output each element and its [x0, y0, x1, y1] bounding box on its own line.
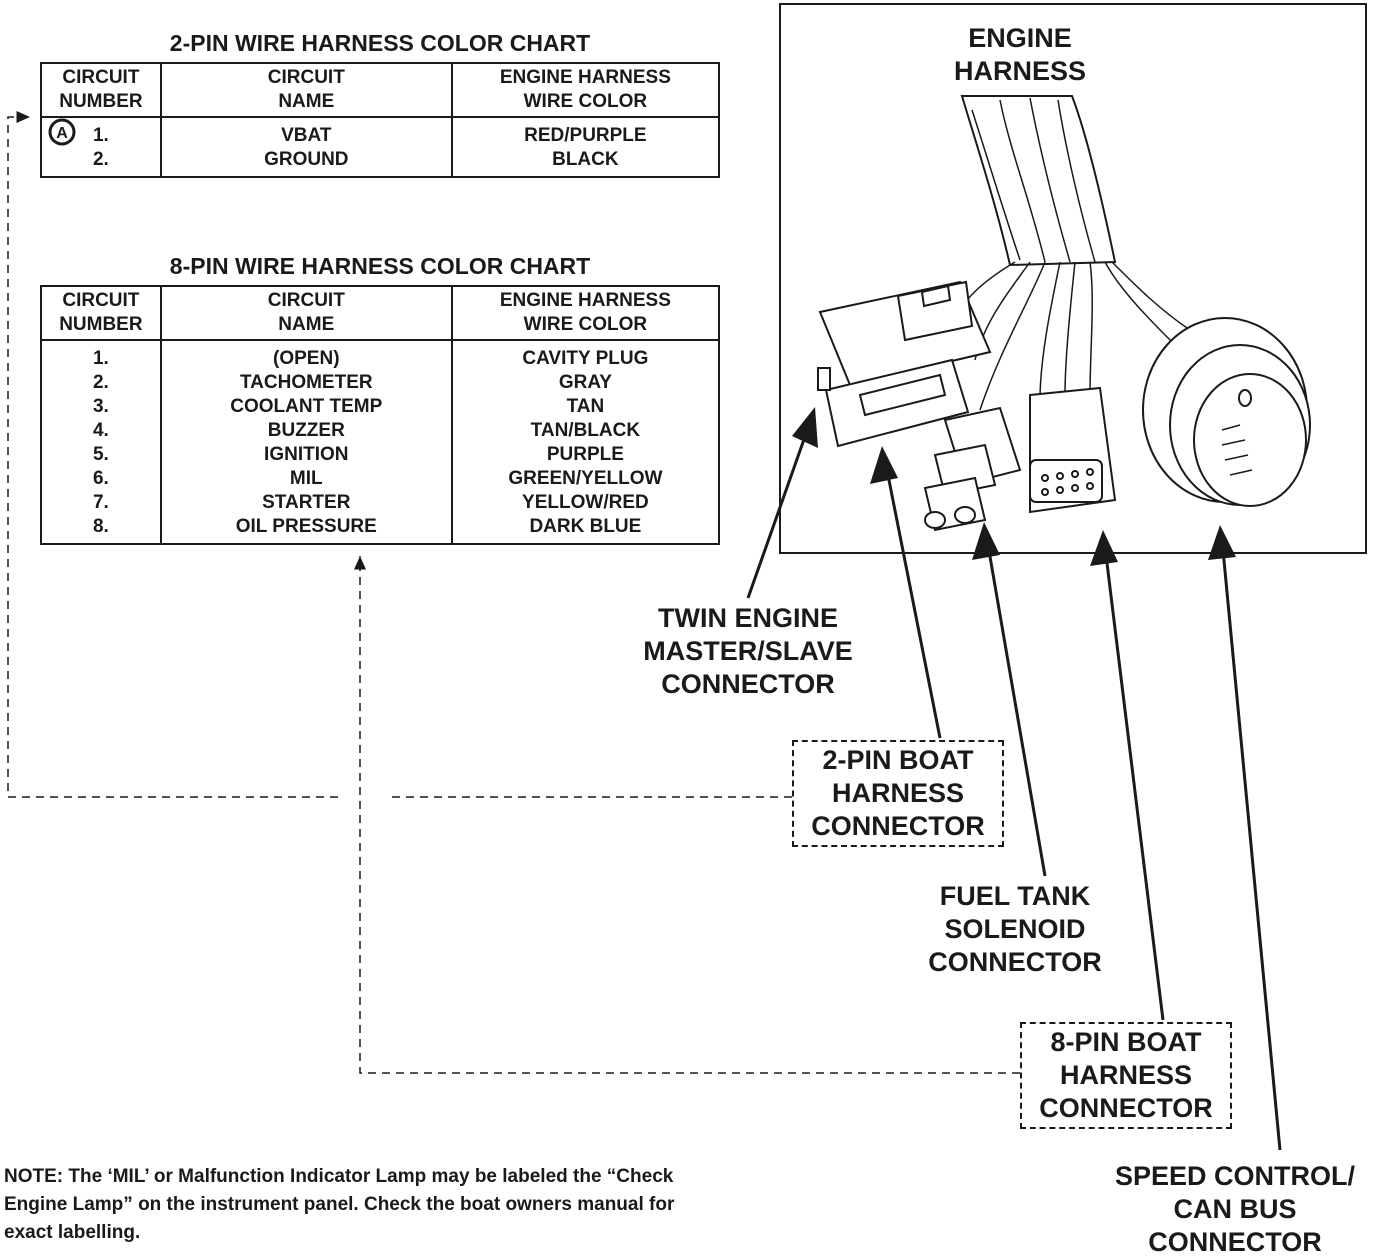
- arrow-twin-engine: [746, 407, 818, 599]
- callout-fuel-tank: FUEL TANK SOLENOID CONNECTOR: [928, 881, 1102, 977]
- callout-8pin-boat: 8-PIN BOAT HARNESS CONNECTOR: [1020, 1022, 1232, 1129]
- header-circuit-name: CIRCUIT NAME: [159, 286, 452, 341]
- eight-pin-connector: [1029, 386, 1117, 514]
- header-circuit-number: CIRCUIT NUMBER: [41, 63, 161, 118]
- twin-engine-connector: [817, 280, 992, 448]
- wire-bundle: [949, 261, 1191, 411]
- wire-color-cell: CAVITY PLUG GRAY TAN TAN/BLACK PURPLE GR…: [450, 340, 719, 544]
- svg-text:A: A: [56, 125, 68, 142]
- chart-2pin-table: CIRCUIT NUMBER CIRCUIT NAME ENGINE HARNE…: [40, 62, 720, 178]
- harness-sleeve: [960, 95, 1117, 267]
- note-text: NOTE: The ‘MIL’ or Malfunction Indicator…: [4, 1166, 675, 1243]
- chart-2pin-header-row: CIRCUIT NUMBER CIRCUIT NAME ENGINE HARNE…: [41, 63, 719, 118]
- callout-arrows: [746, 407, 1282, 1151]
- can-bus-connector: [1142, 317, 1311, 507]
- header-wire-color: ENGINE HARNESS WIRE COLOR: [450, 286, 719, 341]
- circuit-name-cell: VBAT GROUND: [159, 117, 452, 177]
- arrow-fuel-tank: [972, 522, 1047, 877]
- chart-8pin-title: 8-PIN WIRE HARNESS COLOR CHART: [169, 253, 591, 279]
- table-row: 1. 2. 3. 4. 5. 6. 7. 8. (OPEN) TACHOMETE…: [41, 340, 719, 544]
- dashed-leader-8pin: [354, 556, 1020, 1074]
- circuit-number-cell: 1. 2. 3. 4. 5. 6. 7. 8.: [92, 348, 109, 537]
- wire-color-cell: RED/PURPLE BLACK: [450, 117, 719, 177]
- header-circuit-number: CIRCUIT NUMBER: [41, 286, 161, 341]
- arrow-can-bus: [1208, 525, 1282, 1151]
- arrow-2pin-boat: [870, 446, 942, 739]
- chart-2pin-title: 2-PIN WIRE HARNESS COLOR CHART: [169, 30, 591, 56]
- header-wire-color: ENGINE HARNESS WIRE COLOR: [450, 63, 719, 118]
- engine-harness-frame: [779, 3, 1367, 554]
- callout-twin-engine: TWIN ENGINE MASTER/SLAVE CONNECTOR: [643, 603, 853, 699]
- circuit-name-cell: (OPEN) TACHOMETER COOLANT TEMP BUZZER IG…: [159, 340, 452, 544]
- circuit-number-cell: 1. 2.: [92, 125, 109, 170]
- fuel-tank-connector: [923, 406, 1022, 532]
- circle-a-marker: A: [48, 118, 76, 146]
- arrow-8pin-boat: [1090, 530, 1165, 1021]
- engine-harness-label: ENGINE HARNESS: [953, 23, 1087, 86]
- chart-8pin-header-row: CIRCUIT NUMBER CIRCUIT NAME ENGINE HARNE…: [41, 286, 719, 341]
- callout-2pin-boat: 2-PIN BOAT HARNESS CONNECTOR: [792, 740, 1004, 847]
- header-circuit-name: CIRCUIT NAME: [159, 63, 452, 118]
- dashed-leader-2pin: [7, 111, 792, 798]
- chart-8pin-table: CIRCUIT NUMBER CIRCUIT NAME ENGINE HARNE…: [40, 285, 720, 545]
- table-row: 1. 2. VBAT GROUND RED/PURPLE BLACK: [41, 117, 719, 177]
- callout-speed-control: SPEED CONTROL/ CAN BUS CONNECTOR: [1114, 1161, 1356, 1257]
